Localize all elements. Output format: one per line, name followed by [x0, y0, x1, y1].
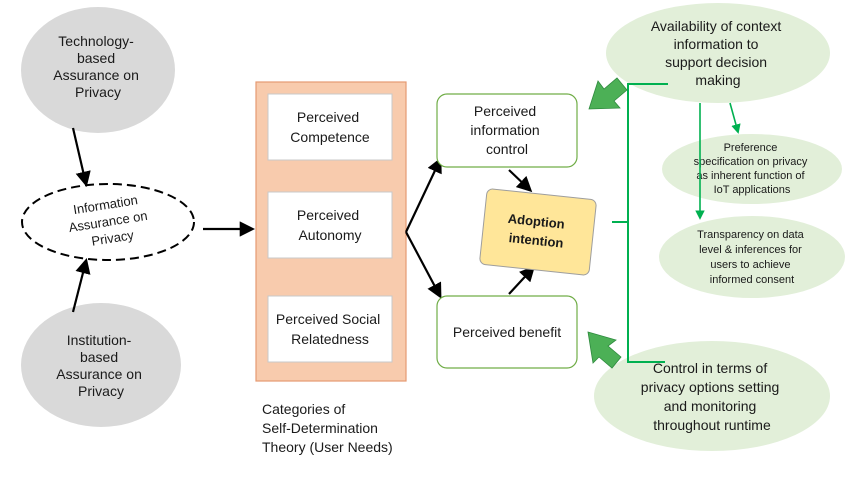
information-assurance-line-3: Privacy: [90, 227, 135, 249]
transparency-line-1: Transparency on data: [697, 229, 804, 241]
preference-oval: [662, 134, 842, 204]
technology-assurance-text: Technology- based Assurance on Privacy: [53, 33, 143, 100]
preference-line-1: Preference: [724, 142, 778, 154]
institution-assurance-line-2: based: [80, 349, 118, 365]
institution-assurance-line-4: Privacy: [78, 383, 124, 399]
technology-assurance-line-1: Technology-: [58, 33, 134, 49]
competence-box: [267, 93, 393, 161]
benefit-box: [436, 295, 578, 369]
social-text: Perceived Social Relatedness: [276, 311, 384, 347]
green-arrow-to-preference: [729, 102, 741, 134]
institution-assurance-line-3: Assurance on: [56, 366, 142, 382]
green-arrow-top-icon: [588, 77, 628, 110]
adoption-box: Adoption intention: [479, 188, 597, 276]
transparency-line-2: level & inferences for: [699, 244, 802, 256]
control-text: Control in terms of privacy options sett…: [641, 360, 783, 433]
availability-line-1: Availability of context: [651, 18, 782, 34]
availability-line-2: information to: [674, 36, 759, 52]
transparency-oval: [659, 216, 845, 298]
info-control-text: Perceived information control: [470, 103, 543, 157]
benefit-line-1: Perceived benefit: [453, 324, 561, 340]
autonomy-line-2: Autonomy: [298, 227, 361, 243]
control-line-4: throughout runtime: [653, 417, 771, 433]
arrow-sdt-to-benefit: [405, 231, 442, 299]
technology-assurance-line-2: based: [77, 50, 115, 66]
social-box: [267, 295, 393, 363]
info-control-line-3: control: [486, 141, 528, 157]
preference-text: Preference specification on privacy as i…: [694, 142, 811, 196]
info-control-box: [436, 93, 578, 168]
green-bracket: [627, 83, 668, 363]
transparency-text: Transparency on data level & inferences …: [697, 229, 807, 286]
social-line-2: Relatedness: [291, 331, 369, 347]
institution-assurance-line-1: Institution-: [67, 332, 132, 348]
arrow-inst-to-info: [71, 258, 91, 313]
green-arrow-bottom-icon: [587, 331, 622, 369]
control-line-1: Control in terms of: [653, 360, 767, 376]
preference-line-4: IoT applications: [714, 184, 791, 196]
competence-line-1: Perceived: [297, 109, 359, 125]
institution-assurance-oval: [21, 303, 181, 427]
institution-assurance-text: Institution- based Assurance on Privacy: [56, 332, 146, 399]
availability-oval: [606, 3, 830, 103]
transparency-line-4: informed consent: [710, 274, 794, 286]
autonomy-line-1: Perceived: [297, 207, 359, 223]
autonomy-box: [267, 191, 393, 259]
adoption-line-2: intention: [508, 230, 564, 251]
autonomy-text: Perceived Autonomy: [297, 207, 363, 243]
info-control-line-1: Perceived: [474, 103, 536, 119]
technology-assurance-oval: [21, 7, 175, 133]
transparency-line-3: users to achieve: [710, 259, 790, 271]
availability-line-4: making: [695, 72, 740, 88]
arrow-tech-to-info: [71, 127, 91, 188]
control-line-2: privacy options setting: [641, 379, 780, 395]
adoption-line-1: Adoption: [507, 211, 565, 232]
social-line-1: Perceived Social: [276, 311, 380, 327]
control-line-3: and monitoring: [664, 398, 757, 414]
sdt-caption-line-3: Theory (User Needs): [262, 439, 393, 455]
competence-line-2: Competence: [290, 129, 370, 145]
preference-line-3: as inherent function of: [696, 170, 805, 182]
benefit-text: Perceived benefit: [453, 324, 561, 340]
competence-text: Perceived Competence: [290, 109, 370, 145]
adoption-text: Adoption intention: [505, 211, 569, 251]
sdt-caption-line-1: Categories of: [262, 401, 345, 417]
availability-text: Availability of context information to s…: [651, 18, 785, 88]
arrow-benefit-to-adoption: [508, 265, 536, 295]
information-assurance-oval: [21, 183, 195, 261]
sdt-caption: Categories of Self-Determination Theory …: [262, 401, 393, 455]
availability-line-3: support decision: [665, 54, 767, 70]
arrow-sdt-to-info-control: [405, 157, 442, 233]
sdt-caption-line-2: Self-Determination: [262, 420, 378, 436]
info-control-line-2: information: [470, 122, 539, 138]
technology-assurance-line-3: Assurance on: [53, 67, 139, 83]
technology-assurance-line-4: Privacy: [75, 84, 121, 100]
arrow-info-control-to-adoption: [508, 169, 533, 193]
control-oval: [594, 341, 830, 451]
preference-line-2: specification on privacy: [694, 156, 808, 168]
